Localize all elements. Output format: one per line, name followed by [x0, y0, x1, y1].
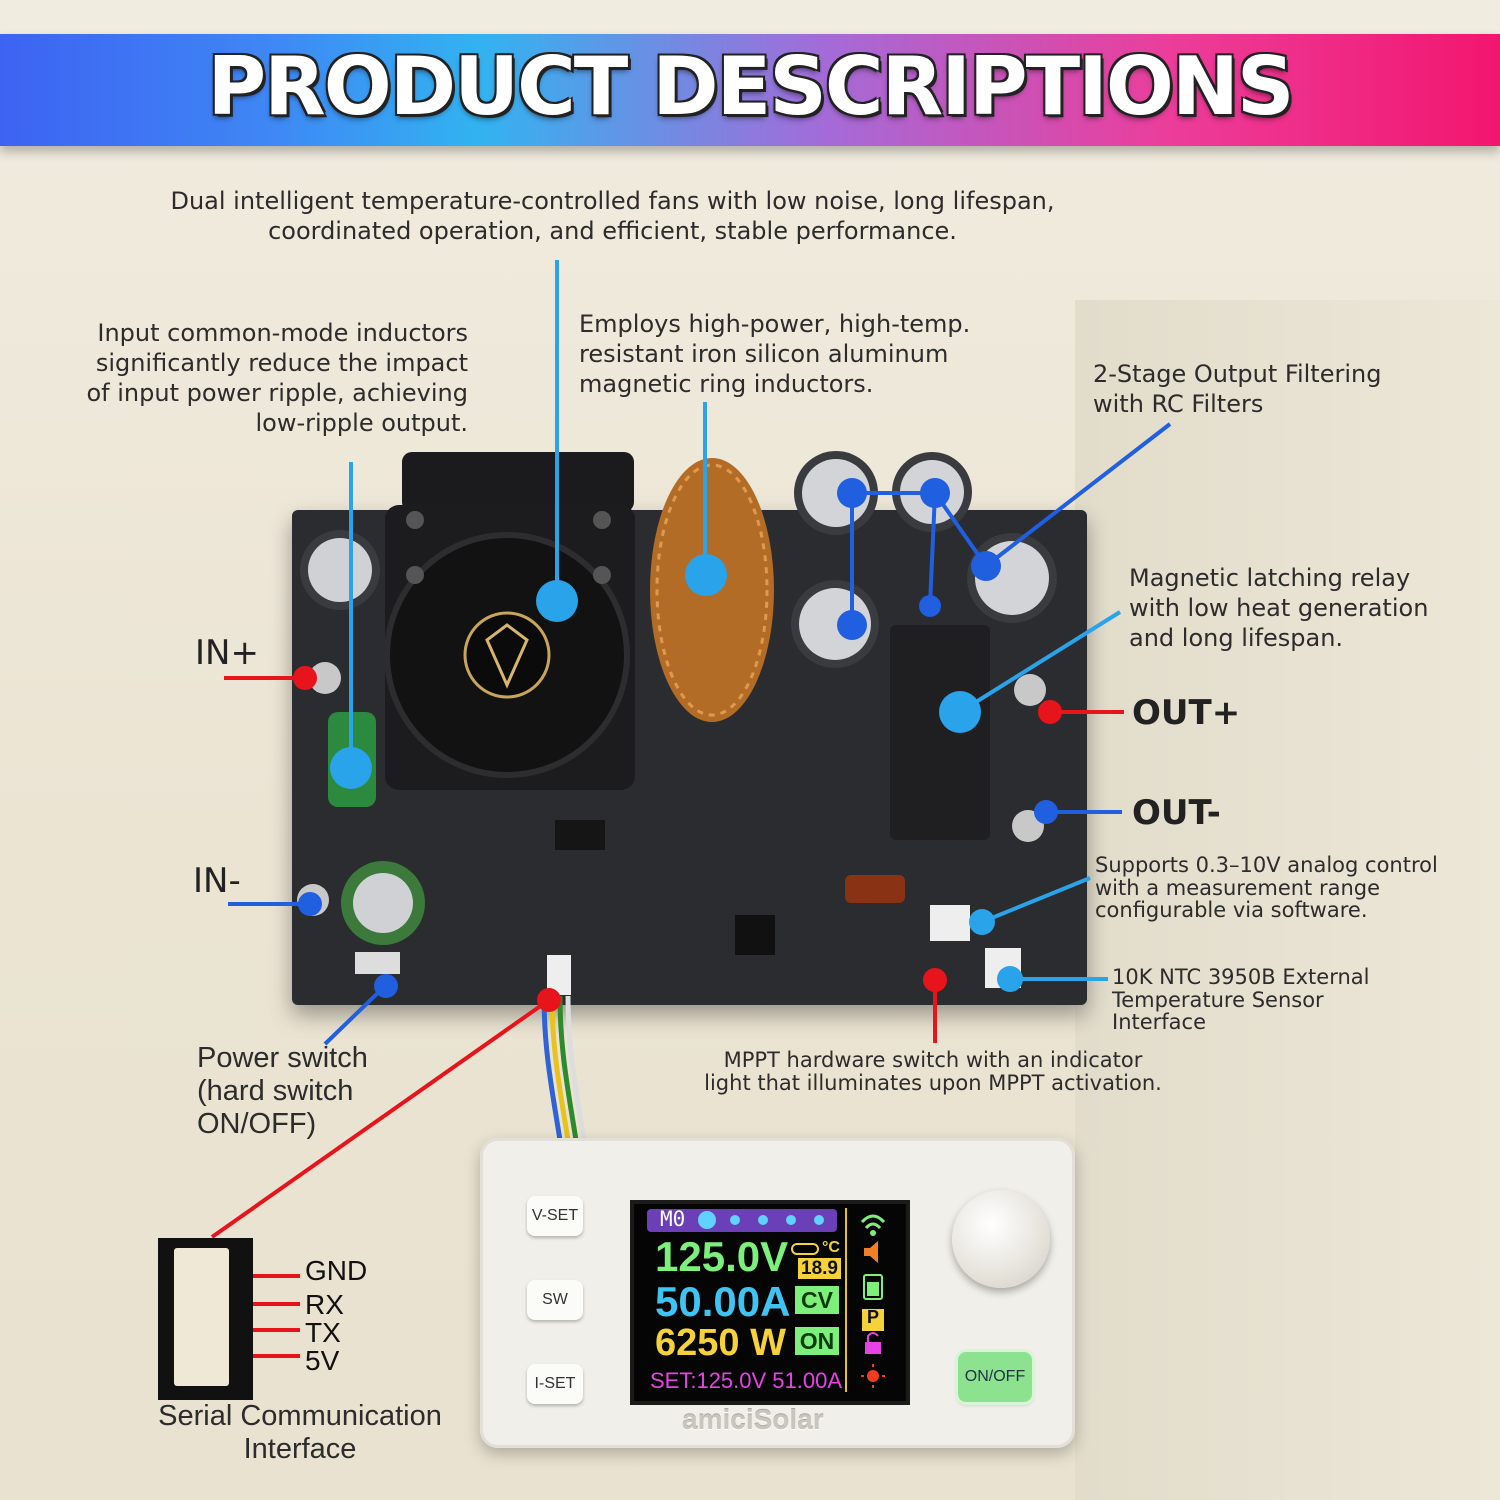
- wifi-icon: [870, 1230, 876, 1236]
- mode-bar: [647, 1209, 837, 1232]
- driver-chip: [555, 820, 605, 850]
- pin-5v: 5V: [305, 1345, 340, 1376]
- serial-connector-housing: [174, 1248, 229, 1386]
- cable: [541, 995, 563, 1141]
- brand-logo: amiciSolar: [682, 1404, 824, 1435]
- speaker-icon: [864, 1241, 878, 1263]
- fan-screw: [406, 511, 424, 529]
- ring-inductor-winding: [655, 463, 769, 717]
- power-readout: 6250 W: [655, 1322, 786, 1364]
- on-status-badge: ON: [795, 1327, 839, 1355]
- mcu-chip: [735, 915, 775, 955]
- temp-unit: °C: [822, 1239, 840, 1256]
- mode-dot-active: [698, 1211, 716, 1229]
- on-off-button[interactable]: ON/OFF: [958, 1352, 1032, 1402]
- battery-icon: [867, 1282, 879, 1296]
- fan-screw: [406, 566, 424, 584]
- fan-shroud: [402, 452, 634, 512]
- v-set-button[interactable]: V-SET: [527, 1196, 583, 1236]
- current-readout: 50.00A: [655, 1278, 791, 1325]
- fan-screw: [593, 566, 611, 584]
- cv-status-badge: CV: [795, 1286, 839, 1314]
- title-banner: [0, 34, 1500, 146]
- banner-title: PRODUCT DESCRIPTIONS: [207, 40, 1294, 133]
- green-capacitor-top: [353, 873, 413, 933]
- label-in-minus: IN-: [193, 861, 241, 901]
- lock-icon: [867, 1332, 879, 1342]
- fan-hub: [463, 611, 551, 699]
- p-badge-icon: [862, 1309, 884, 1331]
- power-switch-part: [355, 952, 400, 974]
- mode-dot: [814, 1215, 824, 1225]
- film-capacitor: [845, 875, 905, 903]
- pin-tx: TX: [305, 1317, 341, 1348]
- cable: [565, 995, 587, 1141]
- thermometer-icon: [791, 1243, 819, 1255]
- pin-gnd: GND: [305, 1255, 368, 1286]
- voltage-readout: 125.0V: [655, 1233, 789, 1280]
- cable: [549, 995, 571, 1141]
- i-set-button[interactable]: I-SET: [527, 1364, 583, 1404]
- mode-label: M0: [660, 1207, 686, 1231]
- fan-logo: [485, 623, 529, 689]
- p-badge-label: P: [866, 1307, 879, 1327]
- battery-icon: [863, 1274, 883, 1300]
- caption-ring-inductors: Employs high-power, high-temp.resistant …: [579, 310, 971, 398]
- cable: [557, 995, 579, 1141]
- mode-dot: [758, 1215, 768, 1225]
- fan-screw: [593, 511, 611, 529]
- label-in-plus: IN+: [195, 633, 259, 673]
- caption-fans: Dual intelligent temperature-controlled …: [170, 187, 1055, 245]
- analog-connector: [930, 905, 970, 941]
- sun-icon: [861, 1364, 885, 1388]
- pin-rx: RX: [305, 1289, 344, 1320]
- wifi-icon: [864, 1222, 882, 1230]
- temperature-readout: 18.9: [798, 1258, 841, 1279]
- mode-dot: [786, 1215, 796, 1225]
- latching-relay: [890, 625, 990, 840]
- mode-dot: [730, 1215, 740, 1225]
- terminal-out-plus: [1014, 674, 1046, 706]
- input-capacitor-top: [308, 538, 372, 602]
- label-out-minus: OUT-: [1132, 793, 1221, 833]
- terminal-in-plus: [309, 662, 341, 694]
- rotary-encoder-knob[interactable]: [952, 1190, 1050, 1288]
- lcd-screen: [630, 1200, 910, 1405]
- set-values: SET:125.0V 51.00A: [650, 1368, 843, 1393]
- background-panel: [1075, 300, 1500, 1500]
- lock-icon: [865, 1342, 881, 1354]
- label-out-plus: OUT+: [1132, 693, 1241, 733]
- wifi-icon: [860, 1214, 886, 1224]
- sw-button[interactable]: SW: [527, 1280, 583, 1320]
- sun-icon: [867, 1370, 879, 1382]
